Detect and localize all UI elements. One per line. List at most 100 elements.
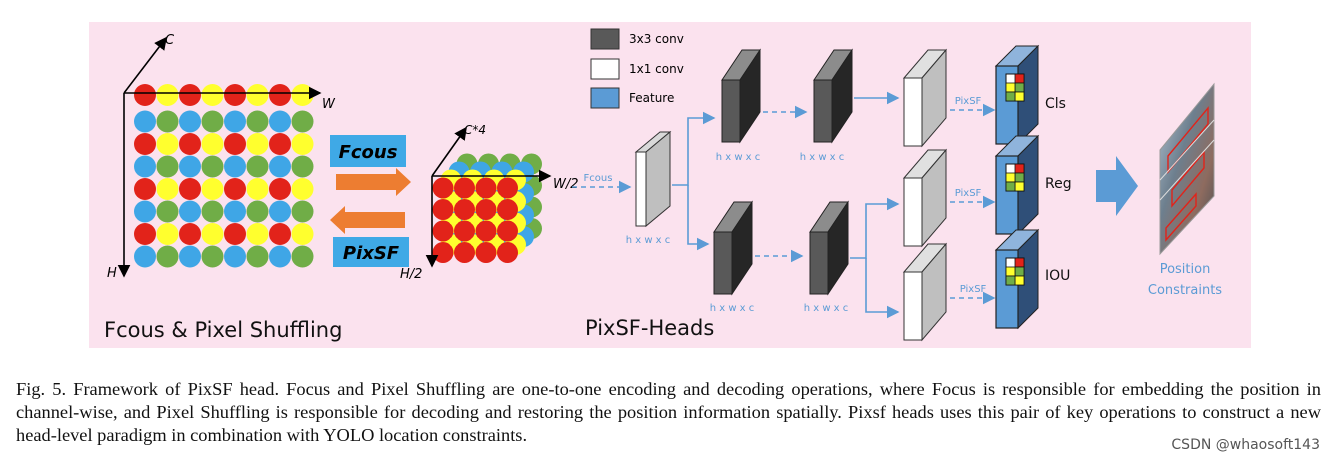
output-label-cls: Cls [1045,96,1066,112]
framework-figure: C W H Fcous PixSF C*4 W/2 H/2 Fcous & Pi… [89,22,1251,348]
pixel-circle [224,110,246,133]
cube-front-circle [498,200,517,219]
pixel-circle [224,200,246,223]
cube-front-circle [498,178,517,198]
output-feature-iou [994,228,1040,330]
pixel-circle [201,84,224,106]
pixel-circle [269,133,291,155]
pixel-circle [246,155,269,178]
pixel-circle [134,178,156,200]
cube-front-circle [476,178,496,198]
figure-caption: Fig. 5. Framework of PixSF head. Focus a… [16,379,1321,445]
pixel-circle [224,155,246,178]
legend-1x1-label: 1x1 conv [629,62,684,76]
feature-tile [1005,82,1016,93]
axis-c4-label: C*4 [464,123,486,137]
pixel-circle [291,200,314,223]
cube-gap-dot [470,193,481,204]
pixsf-op-label-box [333,237,409,267]
feature-tile [1014,181,1025,192]
dim-label-upper-2: h x w x c [800,152,845,163]
pixel-circle [269,110,291,133]
output-label-iou: IOU [1045,268,1070,284]
pixel-circle [156,200,179,223]
pixel-circle [224,133,246,155]
dim-label-lower-1: h x w x c [710,303,755,314]
pixel-circle [179,178,201,200]
feature-tile [1005,266,1016,277]
cube-gap-dot [448,193,459,204]
legend-3x3-swatch [590,28,620,50]
pixel-circle [291,245,314,268]
pixel-circle [269,155,291,178]
cube-front-circle [476,221,496,241]
focus-arrow [336,168,411,196]
pixel-circle [134,245,156,268]
axis-h2-label: H/2 [400,267,422,282]
pixsf-label-cls: PixSF [955,96,982,107]
feature-tile [1014,257,1025,268]
pixel-circle [179,245,201,268]
pixel-circle [134,155,156,178]
cube-front-circle [498,243,517,262]
focus-op-label-box [330,135,406,167]
pixel-circle [291,133,314,155]
pixel-circle [201,110,224,133]
pixel-circle [134,223,156,245]
feature-tile [1005,275,1016,286]
feature-tile [1014,172,1025,183]
cube-front-circle [455,178,474,198]
pixel-circle [291,84,314,106]
result-label-line1: Position [1160,262,1211,277]
pixel-circle [246,200,269,223]
pixel-circle [201,178,224,200]
pixel-circle [179,110,201,133]
pixel-circle [291,110,314,133]
cube-front-circle [455,200,474,219]
cube-front-circle [433,200,453,219]
pixel-circle [224,84,246,106]
pixsf-op-label: PixSF [343,243,400,264]
feature-tile [1014,163,1025,174]
heads-panel-title: PixSF-Heads [585,316,714,340]
lower-conv-2 [809,200,849,296]
lower-split-connectors [850,197,900,319]
pixel-circle [291,155,314,178]
pixel-circle [201,155,224,178]
axis-w-label: W [322,97,336,112]
pixsf-arrow [330,206,405,234]
cube-gap-dot [491,193,502,204]
pixel-circle [246,178,269,200]
pixel-circle [156,178,179,200]
pixel-circle [156,155,179,178]
cube-front-circle [433,221,453,241]
pixel-circle [156,245,179,268]
upper-conv-2 [813,48,853,144]
legend-1x1-swatch [590,58,620,80]
pixel-circle [179,133,201,155]
pixel-circle [291,178,314,200]
upper-conv-1 [721,48,761,144]
head-input-block [634,130,672,228]
cube-front-circle [476,243,496,262]
legend-feature-swatch [590,87,620,109]
pixel-circle [201,223,224,245]
detection-image [1159,82,1215,256]
pixel-circle [134,133,156,155]
output-label-reg: Reg [1045,176,1072,192]
pixel-circle [134,110,156,133]
pre-cls-conv [902,48,948,148]
pixel-circle [179,84,201,106]
pre-iou-conv [902,242,948,342]
cube-front-circle [476,200,496,219]
dim-label-upper-1: h x w x c [716,152,761,163]
focus-op-label: Fcous [339,142,398,163]
pixel-circle [201,245,224,268]
dim-label-lower-2: h x w x c [804,303,849,314]
cube-front-circle [433,243,453,262]
axis-w2-label: W/2 [553,177,579,192]
pixel-circle [246,223,269,245]
pixel-circle [134,200,156,223]
pixel-circle [246,245,269,268]
cube-front-circle [498,221,517,241]
